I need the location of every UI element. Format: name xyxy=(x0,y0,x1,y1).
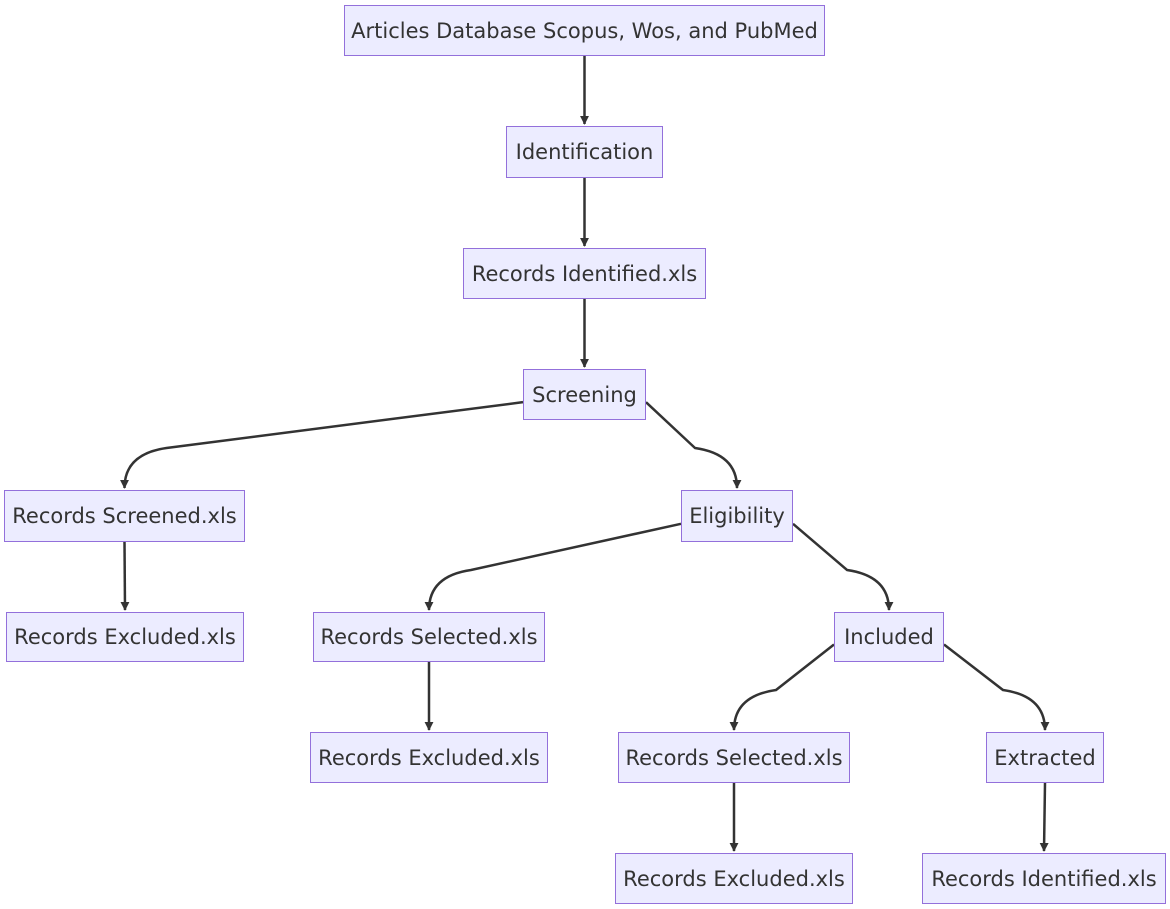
edge-screening-to-records_screened xyxy=(120,400,524,489)
node-screening: Screening xyxy=(523,369,646,420)
node-records-selected: Records Selected.xls xyxy=(313,612,545,662)
node-eligibility: Eligibility xyxy=(681,490,793,542)
node-records-screened: Records Screened.xls xyxy=(4,490,245,542)
edge-eligibility-to-records_selected_1 xyxy=(424,522,682,611)
node-records-excluded: Records Excluded.xls xyxy=(6,612,244,662)
node-records-identified: Records Identified.xls xyxy=(922,853,1166,904)
edge-screening-to-eligibility xyxy=(645,401,742,489)
edge-extracted-to-records_identified_2 xyxy=(1039,782,1049,852)
node-records-selected: Records Selected.xls xyxy=(618,732,850,783)
node-records-excluded: Records Excluded.xls xyxy=(615,853,853,904)
edge-included-to-extracted xyxy=(943,643,1050,731)
edge-eligibility-to-included xyxy=(792,522,894,611)
edge-included-to-records_selected_2 xyxy=(729,643,835,731)
node-included: Included xyxy=(834,612,944,662)
node-articles-database: Articles Database Scopus, Wos, and PubMe… xyxy=(344,5,825,56)
node-records-excluded: Records Excluded.xls xyxy=(310,732,548,783)
edge-records_screened-to-records_excluded_1 xyxy=(120,541,130,611)
node-identification: Identification xyxy=(506,126,663,178)
node-extracted: Extracted xyxy=(986,732,1104,783)
node-records-identified: Records Identified.xls xyxy=(463,248,706,299)
